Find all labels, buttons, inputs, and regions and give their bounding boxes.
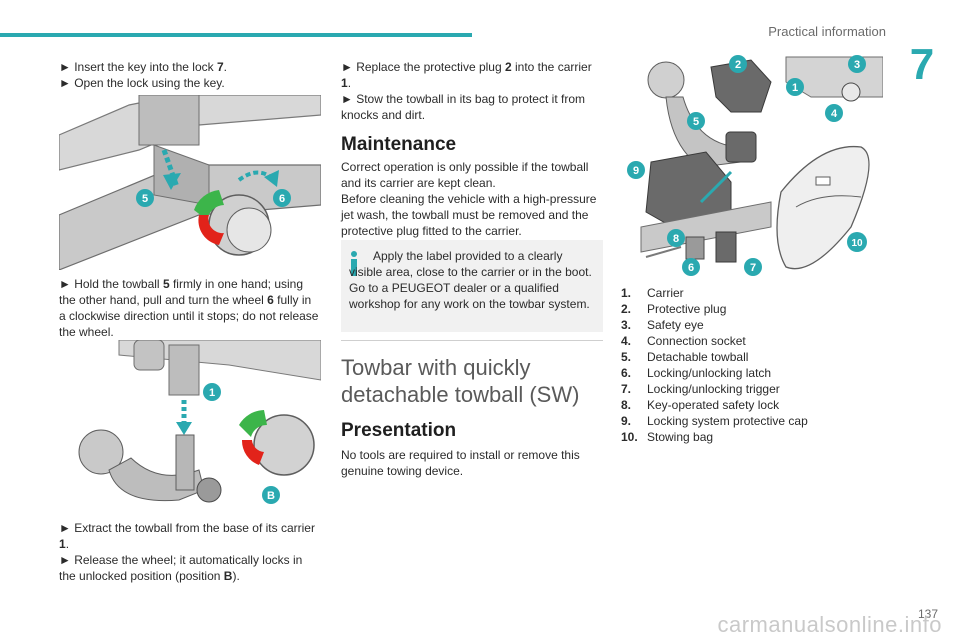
callout-label-7: 7	[750, 262, 756, 274]
callout-2	[729, 55, 747, 73]
callout-label-6: 6	[279, 193, 285, 205]
step-insert-key: ► Insert the key into the lock 7.	[59, 60, 227, 74]
callout-9	[627, 161, 645, 179]
callout-1	[203, 383, 221, 401]
figure-extract-towball: 1 B	[59, 340, 321, 512]
presentation-para: No tools are required to install or remo…	[341, 448, 580, 478]
chapter-number: 7	[909, 40, 935, 89]
figure-turn-wheel: 5 6	[59, 95, 321, 270]
figure-towbar-components: 2 3 1 4 5 9 8 6 7 10	[621, 52, 883, 277]
legend-item: 3.Safety eye	[621, 318, 704, 332]
legend-item: 9.Locking system protective cap	[621, 414, 808, 428]
callout-label-8: 8	[673, 233, 679, 245]
step-release: ► Release the wheel; it automatically lo…	[59, 553, 303, 583]
legend-item: 7.Locking/unlocking trigger	[621, 382, 780, 396]
callout-label-9: 9	[633, 165, 639, 177]
maintenance-para-2: Before cleaning the vehicle with a high-…	[341, 192, 597, 238]
callout-label-B: B	[267, 490, 275, 502]
callout-label-2: 2	[735, 59, 741, 71]
towbar-title: Towbar with quickly detachable towball (…	[341, 355, 580, 407]
callout-6b	[682, 258, 700, 276]
callout-8	[667, 229, 685, 247]
callout-label-4: 4	[831, 108, 838, 120]
info-para-2: Go to a PEUGEOT dealer or a qualified wo…	[349, 281, 590, 311]
callout-label-1b: 1	[792, 82, 798, 94]
info-icon	[351, 251, 357, 276]
section-title: Practical information	[768, 24, 886, 39]
maintenance-title: Maintenance	[341, 134, 457, 155]
info-para-1: Apply the label provided to a clearly vi…	[349, 249, 592, 279]
header-accent-bar	[0, 33, 472, 37]
callout-1b	[786, 78, 804, 96]
step-replace-plug: ► Replace the protective plug 2 into the…	[341, 60, 592, 90]
watermark: carmanualsonline.info	[717, 612, 942, 637]
legend-item: 5.Detachable towball	[621, 350, 749, 364]
legend-item: 1.Carrier	[621, 286, 684, 300]
page-number: 137	[917, 607, 938, 621]
section-divider	[341, 340, 603, 341]
callout-10	[847, 232, 867, 252]
legend-item: 10.Stowing bag	[621, 430, 714, 444]
step-open-lock: ► Open the lock using the key.	[59, 76, 225, 90]
callout-label-6b: 6	[688, 262, 694, 274]
legend-item: 4.Connection socket	[621, 334, 746, 348]
maintenance-para-1: Correct operation is only possible if th…	[341, 160, 589, 190]
legend-item: 2.Protective plug	[621, 302, 727, 316]
callout-4	[825, 104, 843, 122]
step-extract: ► Extract the towball from the base of i…	[59, 521, 315, 551]
legend-item: 8.Key-operated safety lock	[621, 398, 780, 412]
legend-item: 6.Locking/unlocking latch	[621, 366, 772, 380]
callout-5	[136, 189, 154, 207]
callout-label-5b: 5	[693, 116, 699, 128]
col1-steps-bottom: ► Extract the towball from the base of i…	[59, 520, 321, 584]
callout-3	[848, 55, 866, 73]
callout-B	[262, 486, 280, 504]
callout-label-5: 5	[142, 193, 148, 205]
presentation-title: Presentation	[341, 420, 457, 441]
callout-label-1: 1	[209, 387, 215, 399]
maintenance-section: Maintenance Correct operation is only po…	[341, 133, 603, 239]
col1-step-hold: ► Hold the towball 5 firmly in one hand;…	[59, 277, 319, 339]
callout-5b	[687, 112, 705, 130]
callout-label-10: 10	[851, 238, 863, 249]
col2-steps: ► Replace the protective plug 2 into the…	[341, 59, 603, 123]
callout-6	[273, 189, 291, 207]
callout-7	[744, 258, 762, 276]
parts-legend: 1.Carrier 2.Protective plug 3.Safety eye…	[621, 285, 808, 445]
info-box: Apply the label provided to a clearly vi…	[341, 240, 603, 332]
towbar-section: Towbar with quickly detachable towball (…	[341, 354, 603, 479]
callout-label-3: 3	[854, 59, 860, 71]
col1-steps-top: ► Insert the key into the lock 7. ► Open…	[59, 59, 321, 91]
step-stow: ► Stow the towball in its bag to protect…	[341, 92, 585, 122]
